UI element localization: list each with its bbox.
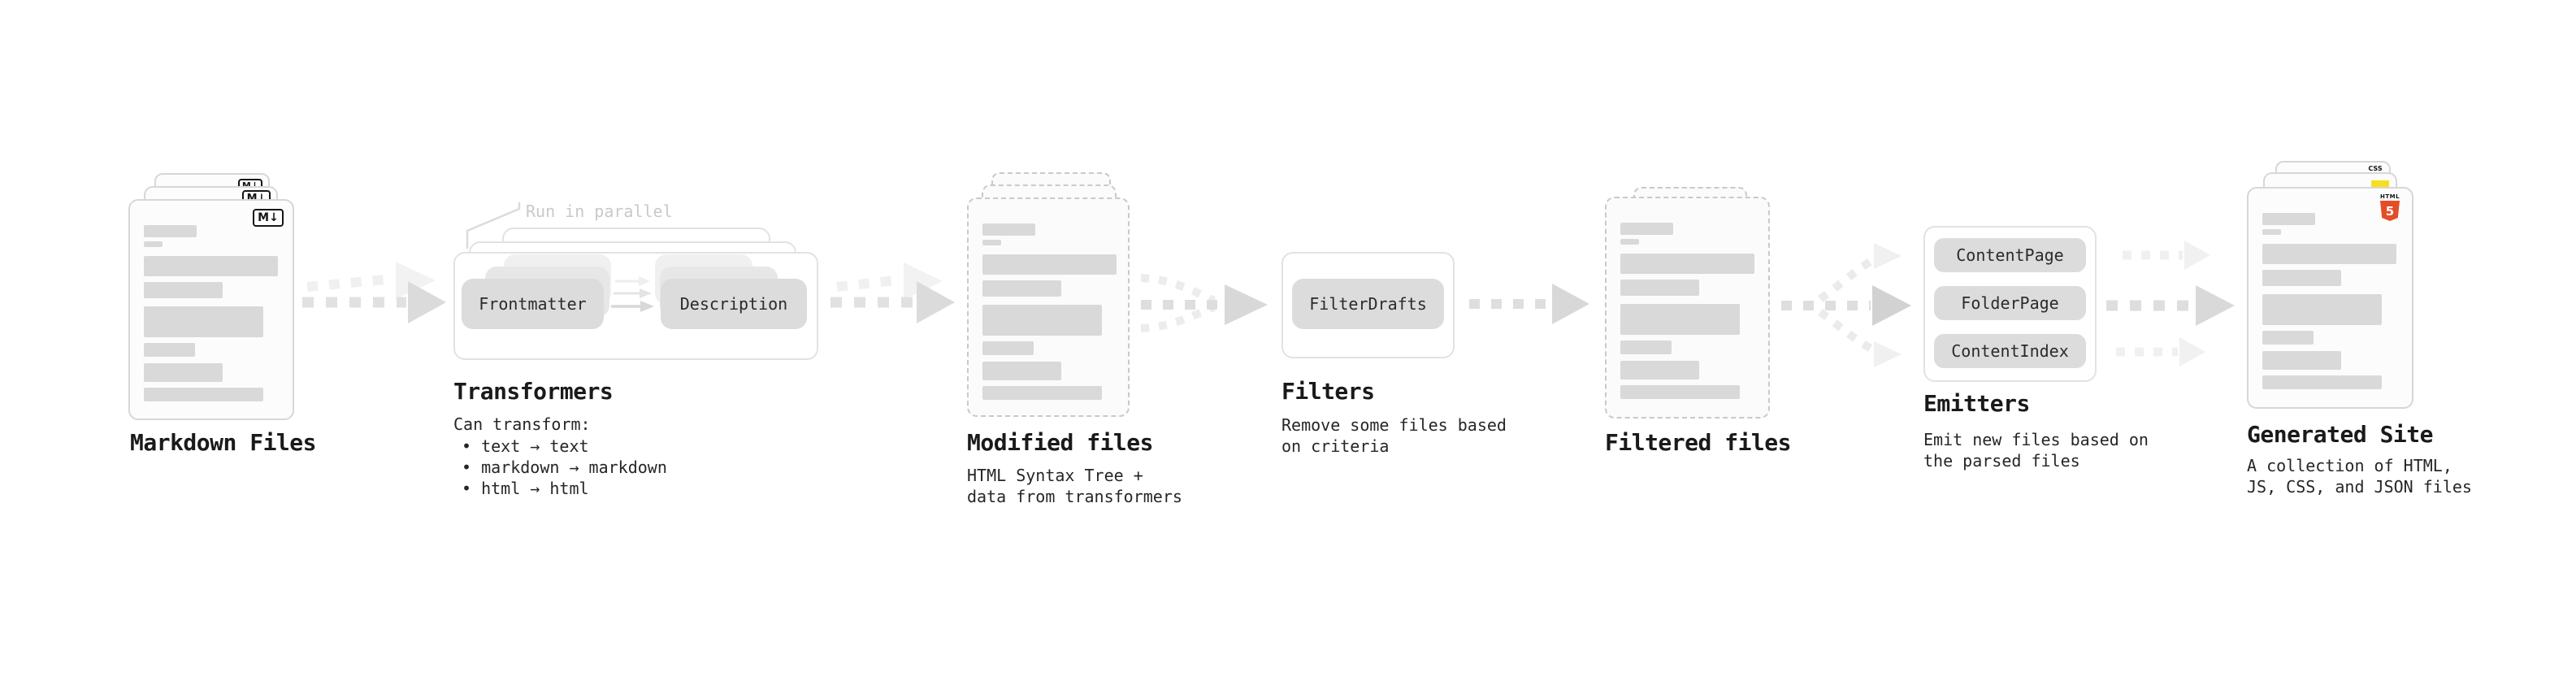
filtered-files-label: Filtered files	[1605, 429, 1792, 456]
js-icon	[2371, 180, 2389, 189]
arrow-filters-to-filtered	[1469, 284, 1589, 324]
file-card-front: M↓	[128, 199, 294, 420]
file-card-front	[967, 197, 1130, 417]
transformers-bullet: • markdown → markdown	[462, 458, 667, 477]
folderpage-pill: FolderPage	[1934, 286, 2086, 320]
filters-caption: Remove some files based	[1281, 415, 1507, 435]
markdown-icon: M↓	[253, 209, 284, 227]
filterdrafts-pill: FilterDrafts	[1292, 279, 1444, 329]
emitters-caption: Emit new files based on	[1923, 430, 2149, 449]
filters-heading: Filters	[1281, 378, 1375, 405]
file-card-front	[1605, 197, 1770, 419]
modified-files-caption: data from transformers	[967, 487, 1182, 506]
modified-files-caption: HTML Syntax Tree +	[967, 466, 1143, 485]
arrow-transformers-to-modified	[830, 262, 955, 323]
frontmatter-pill: Frontmatter	[462, 279, 604, 329]
html5-icon: HTML 5	[2379, 193, 2400, 221]
arrow-emitters-to-generated	[2106, 241, 2235, 367]
modified-files-label: Modified files	[967, 429, 1154, 456]
emitters-caption: the parsed files	[1923, 451, 2080, 471]
markdown-files-label: Markdown Files	[130, 429, 317, 456]
generated-site-label: Generated Site	[2247, 421, 2434, 448]
transformers-bullet: • html → html	[462, 479, 589, 498]
run-in-parallel-label: Run in parallel	[526, 202, 673, 221]
description-pill: Description	[661, 279, 807, 329]
generated-site-caption: A collection of HTML,	[2247, 456, 2452, 475]
contentindex-pill: ContentIndex	[1934, 334, 2086, 368]
transformers-caption: Can transform:	[453, 414, 591, 434]
arrow-modified-to-filters	[1140, 274, 1268, 332]
filters-caption: on criteria	[1281, 436, 1390, 456]
arrow-markdown-to-transformers	[302, 262, 446, 323]
emitters-heading: Emitters	[1923, 390, 2030, 417]
contentpage-pill: ContentPage	[1934, 238, 2086, 272]
transformers-bullet: • text → text	[462, 436, 589, 456]
arrow-filtered-to-emitters	[1781, 243, 1911, 367]
file-card-front: HTML 5	[2247, 187, 2413, 409]
transformers-heading: Transformers	[453, 378, 614, 405]
generated-site-caption: JS, CSS, and JSON files	[2247, 477, 2472, 497]
